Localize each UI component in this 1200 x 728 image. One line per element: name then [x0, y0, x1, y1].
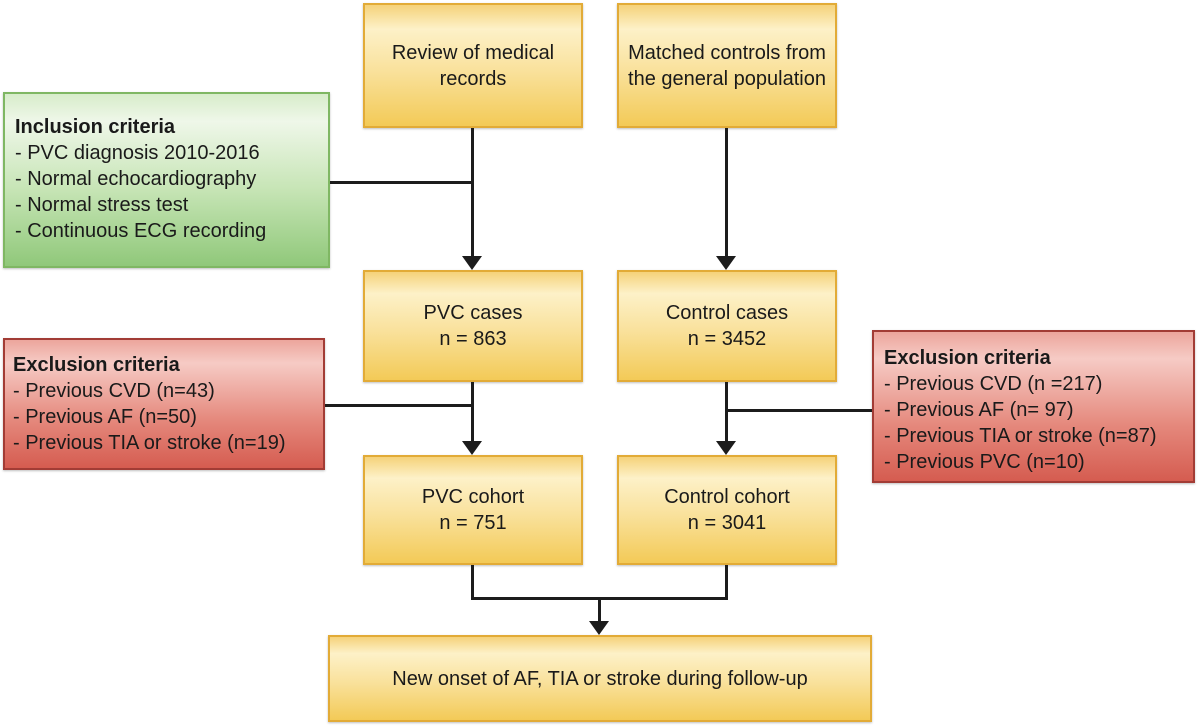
node-exclusion-criteria-control: Exclusion criteria - Previous CVD (n =21… — [872, 330, 1195, 483]
connector-control-cohort-down — [725, 565, 728, 600]
arrowhead-pvc-cases — [462, 256, 482, 270]
inclusion-item: - PVC diagnosis 2010-2016 — [15, 142, 260, 164]
exclusion-item: - Previous PVC (n=10) — [884, 451, 1085, 473]
connector-merge-to-outcome — [598, 597, 601, 623]
exclusion-criteria-title: Exclusion criteria — [13, 354, 180, 376]
exclusion-item: - Previous CVD (n =217) — [884, 373, 1103, 395]
node-matched-controls: Matched controls from the general popula… — [617, 3, 837, 128]
arrowhead-control-cases — [716, 256, 736, 270]
exclusion-item: - Previous AF (n= 97) — [884, 399, 1074, 421]
node-exclusion-criteria-pvc: Exclusion criteria - Previous CVD (n=43)… — [3, 338, 325, 470]
node-label: Review of medical records — [391, 41, 555, 90]
arrowhead-pvc-cohort — [462, 441, 482, 455]
exclusion-item: - Previous AF (n=50) — [13, 406, 197, 428]
connector-inclusion-to-left-branch — [330, 181, 473, 184]
exclusion-item: - Previous TIA or stroke (n=87) — [884, 425, 1157, 447]
node-count: n = 751 — [439, 512, 507, 534]
inclusion-criteria-title: Inclusion criteria — [15, 116, 176, 138]
node-label: New onset of AF, TIA or stroke during fo… — [392, 667, 808, 690]
exclusion-item: - Previous TIA or stroke (n=19) — [13, 432, 286, 454]
connector-exclusion-pvc-to-branch — [325, 404, 473, 407]
node-inclusion-criteria: Inclusion criteria - PVC diagnosis 2010-… — [3, 92, 330, 268]
node-count: n = 863 — [439, 328, 507, 350]
node-count: n = 3452 — [687, 328, 767, 350]
node-label: Matched controls from the general popula… — [628, 41, 826, 90]
exclusion-criteria-title: Exclusion criteria — [884, 347, 1051, 369]
node-outcome: New onset of AF, TIA or stroke during fo… — [328, 635, 872, 722]
exclusion-item: - Previous CVD (n=43) — [13, 380, 215, 402]
node-control-cohort: Control cohort n = 3041 — [617, 455, 837, 565]
node-label: Control cohort — [664, 486, 790, 508]
connector-exclusion-control-to-branch — [727, 409, 872, 412]
node-control-cases: Control cases n = 3452 — [617, 270, 837, 382]
connector-pvc-cases-to-cohort — [471, 382, 474, 444]
node-pvc-cases: PVC cases n = 863 — [363, 270, 583, 382]
node-label: Control cases — [665, 302, 789, 324]
connector-pvc-cohort-down — [471, 565, 474, 600]
connector-control-cases-to-cohort — [725, 382, 728, 444]
connector-review-to-pvc-cases — [471, 128, 474, 259]
node-count: n = 3041 — [687, 512, 767, 534]
node-review-of-medical-records: Review of medical records — [363, 3, 583, 128]
arrowhead-control-cohort — [716, 441, 736, 455]
inclusion-item: - Normal echocardiography — [15, 168, 257, 190]
arrowhead-outcome — [589, 621, 609, 635]
connector-matched-to-control-cases — [725, 128, 728, 259]
inclusion-item: - Normal stress test — [15, 194, 189, 216]
node-label: PVC cases — [423, 302, 523, 324]
node-pvc-cohort: PVC cohort n = 751 — [363, 455, 583, 565]
node-label: PVC cohort — [421, 486, 525, 508]
inclusion-item: - Continuous ECG recording — [15, 220, 267, 242]
